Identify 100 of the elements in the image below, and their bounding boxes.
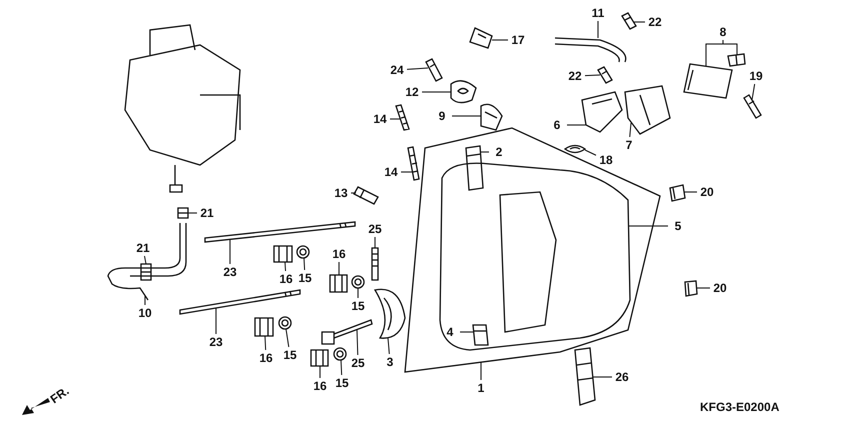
gasket-drawing — [374, 288, 406, 339]
spring-drawing — [407, 146, 420, 181]
callout-number: 16 — [311, 379, 329, 393]
leader-line — [264, 336, 266, 350]
callout-number: 15 — [281, 348, 299, 362]
callout-number: 21 — [198, 206, 216, 220]
pipe-drawing — [554, 37, 626, 62]
callout-number: 5 — [669, 219, 687, 233]
washer-drawing — [296, 245, 310, 259]
clip-drawing — [140, 263, 152, 281]
callout-number: 20 — [698, 185, 716, 199]
cap-nut-drawing — [329, 274, 348, 293]
leader-line — [304, 258, 306, 270]
callout-number: 22 — [646, 15, 664, 29]
callout-number: 21 — [134, 241, 152, 255]
thermostat-drawing — [480, 104, 503, 131]
sensor-drawing — [353, 186, 379, 205]
leader-line — [374, 236, 376, 248]
callout-number: 25 — [349, 356, 367, 370]
leader-line — [629, 122, 632, 138]
intake-pipe-drawing — [581, 91, 623, 133]
leader-line — [592, 376, 612, 378]
bolt-drawing — [743, 94, 762, 119]
callout-number: 26 — [613, 370, 631, 384]
callout-number: 18 — [597, 153, 615, 167]
leader-line — [584, 150, 596, 156]
callout-number: 25 — [366, 222, 384, 236]
leader-line — [752, 84, 756, 100]
pin-drawing — [465, 145, 484, 191]
pin-drawing — [472, 324, 489, 346]
leader-line — [188, 212, 198, 214]
pin-drawing — [669, 184, 686, 202]
callout-number: 7 — [620, 138, 638, 152]
clip-drawing — [469, 27, 493, 49]
spark-plug-drawing — [574, 347, 596, 406]
spring-drawing — [395, 104, 410, 131]
clip-drawing — [177, 207, 189, 219]
callout-number: 19 — [747, 69, 765, 83]
callout-number: 15 — [349, 299, 367, 313]
bolt-drawing — [371, 247, 379, 281]
callout-number: 10 — [136, 306, 154, 320]
bolt-drawing — [621, 12, 637, 30]
leader-line — [388, 338, 390, 354]
leader-line — [350, 192, 356, 194]
callout-number: 23 — [221, 265, 239, 279]
callout-number: 20 — [711, 281, 729, 295]
leader-line — [480, 362, 482, 380]
leader-line — [338, 262, 340, 276]
clamp-drawing — [683, 63, 733, 99]
hose-drawing — [107, 223, 187, 300]
leader-line — [566, 124, 586, 126]
leader-line — [406, 68, 428, 70]
bolt-drawing — [597, 66, 613, 84]
leader-line — [144, 256, 146, 264]
clamp-screw-drawing — [727, 53, 746, 67]
leader-line — [144, 296, 146, 306]
callout-number: 9 — [433, 109, 451, 123]
insulator-drawing — [624, 85, 671, 135]
bolt-drawing — [321, 319, 373, 345]
callout-number: 6 — [548, 118, 566, 132]
callout-number: 2 — [490, 145, 508, 159]
bolt-drawing — [425, 58, 443, 82]
cap-nut-drawing — [254, 317, 274, 337]
callout-number: 1 — [472, 381, 490, 395]
leader-line — [286, 328, 290, 348]
cylinder-head-drawing — [439, 162, 631, 351]
leader-line — [584, 74, 600, 76]
callout-number: 23 — [207, 335, 225, 349]
callout-number: 16 — [277, 272, 295, 286]
washer-drawing — [333, 347, 347, 361]
front-label: FR. — [48, 384, 72, 406]
callout-number: 4 — [441, 325, 459, 339]
washer-drawing — [278, 316, 292, 330]
leader-line — [356, 330, 358, 356]
callout-number: 15 — [333, 376, 351, 390]
o-ring-drawing — [564, 144, 586, 154]
callout-number: 16 — [330, 247, 348, 261]
leader-line — [284, 262, 286, 272]
callout-number: 17 — [509, 33, 527, 47]
washer-drawing — [351, 275, 365, 289]
pin-drawing — [684, 280, 698, 297]
callout-number: 24 — [388, 63, 406, 77]
figure-code: KFG3-E0200A — [700, 400, 780, 414]
callout-number: 14 — [382, 165, 400, 179]
callout-number: 22 — [566, 69, 584, 83]
cap-nut-drawing — [310, 349, 329, 367]
stud-bolt-drawing — [179, 289, 301, 315]
callout-number: 3 — [381, 355, 399, 369]
cover-drawing — [450, 80, 477, 104]
callout-number: 8 — [714, 25, 732, 39]
callout-number: 12 — [403, 85, 421, 99]
callout-number: 15 — [296, 271, 314, 285]
leader-line — [390, 118, 402, 120]
callout-number: 16 — [257, 351, 275, 365]
callout-number: 14 — [371, 112, 389, 126]
cap-nut-drawing — [273, 245, 293, 263]
callout-number: 13 — [332, 186, 350, 200]
callout-number: 11 — [589, 6, 607, 20]
stud-bolt-drawing — [204, 221, 356, 243]
leader-line — [340, 360, 342, 376]
